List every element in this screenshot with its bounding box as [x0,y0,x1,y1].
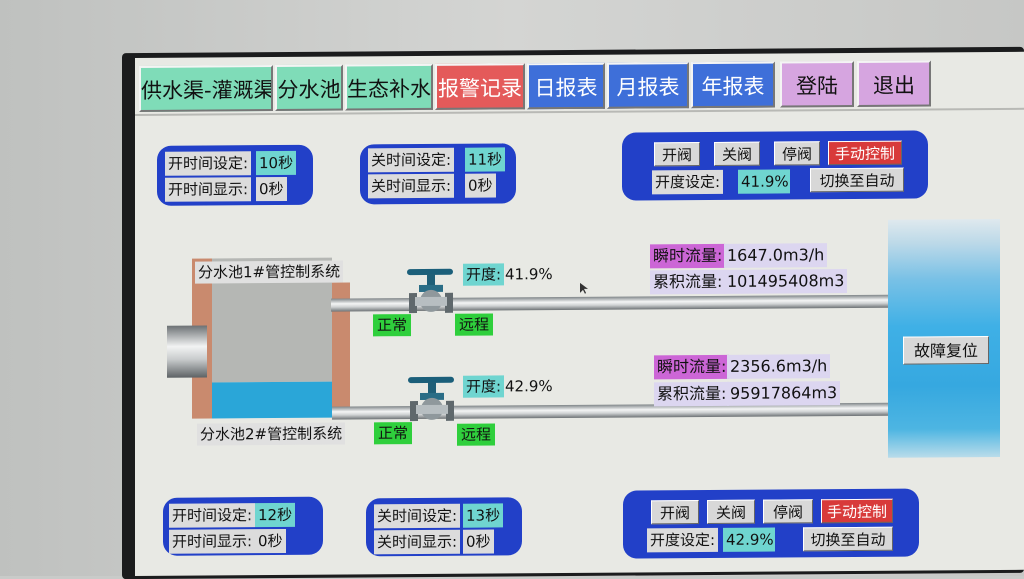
tab-yearly-report[interactable]: 年报表 [691,61,775,109]
close-time-show-label: 关时间显示: [374,529,461,555]
opening-value-line2: 42.9% [505,377,553,396]
open-time-show-label: 开时间显示: [169,529,256,554]
tab-supply-irrigation[interactable]: 供水渠-灌溉渠 [139,65,273,112]
open-timer-panel-top: 开时间设定: 10秒 开时间显示: 0秒 [157,144,313,206]
valve-icon[interactable] [404,374,462,426]
valve-icon[interactable] [403,266,461,318]
fault-reset-button[interactable]: 故障复位 [903,336,989,365]
status-remote-line2: 远程 [457,423,496,446]
close-time-show-label: 关时间显示: [368,173,455,199]
status-remote-line1: 远程 [455,313,494,336]
tank-water [212,381,332,419]
total-flow-label-line2: 累积流量: [654,381,730,407]
tab-distribution-pool[interactable]: 分水池 [275,64,343,112]
mouse-cursor-icon [580,282,588,294]
opening-setpoint-label-top: 开度设定: [652,169,724,195]
close-time-set-label: 关时间设定: [374,503,461,529]
total-flow-label-line1: 累积流量: [650,269,726,295]
close-time-set-value[interactable]: 13秒 [463,503,504,528]
instant-flow-label-line1: 瞬时流量: [650,243,726,269]
close-timer-panel-top: 关时间设定: 11秒 关时间显示: 0秒 [360,143,516,205]
close-time-set-value[interactable]: 11秒 [465,147,506,172]
close-time-show-value: 0秒 [463,529,494,554]
close-time-set-label: 关时间设定: [368,147,455,173]
close-time-show-value: 0秒 [465,173,496,198]
total-flow-value-line1: 101495408m3 [724,269,848,294]
opening-setpoint-value-top[interactable]: 41.9% [738,169,790,194]
total-flow-value-line2: 95917864m3 [727,381,841,406]
open-time-show-value: 0秒 [255,528,286,554]
open-valve-button-top[interactable]: 开阀 [654,142,700,167]
tab-alarm-records[interactable]: 报警记录 [435,63,525,110]
open-time-show-label: 开时间显示: [165,177,252,202]
opening-label-line2: 开度: [463,375,505,398]
opening-setpoint-value-bottom[interactable]: 42.9% [723,527,775,552]
tab-eco-replenish[interactable]: 生态补水 [345,63,433,111]
switch-auto-button-bottom[interactable]: 切换至自动 [803,526,893,552]
open-valve-button-bottom[interactable]: 开阀 [651,500,699,525]
stop-valve-button-top[interactable]: 停阀 [774,141,820,166]
opening-value-line1: 41.9% [505,265,553,284]
tab-login[interactable]: 登陆 [780,60,854,108]
manual-control-button-top[interactable]: 手动控制 [828,140,902,166]
valve-control-panel-top: 开阀 关阀 停阀 手动控制 开度设定: 41.9% 切换至自动 [622,130,928,201]
tab-monthly-report[interactable]: 月报表 [607,62,689,109]
status-normal-line2: 正常 [374,422,413,445]
open-time-set-label: 开时间设定: [165,151,252,176]
opening-label-line1: 开度: [463,263,505,286]
stop-valve-button-bottom[interactable]: 停阀 [763,499,813,524]
tab-exit[interactable]: 退出 [857,60,931,107]
inlet-pipe [167,325,207,378]
manual-control-button-bottom[interactable]: 手动控制 [821,498,893,524]
instant-flow-value-line2: 2356.6m3/h [727,354,831,379]
line1-system-label: 分水池1#管控制系统 [195,260,344,284]
hmi-screen: 供水渠-灌溉渠 分水池 生态补水 报警记录 日报表 月报表 年报表 登陆 退出 … [135,51,1024,576]
open-time-set-label: 开时间设定: [169,503,256,528]
instant-flow-value-line1: 1647.0m3/h [724,243,828,268]
close-timer-panel-bottom: 关时间设定: 13秒 关时间显示: 0秒 [366,497,522,557]
open-time-set-value[interactable]: 10秒 [256,150,297,176]
open-time-set-value[interactable]: 12秒 [255,502,296,528]
switch-auto-button-top[interactable]: 切换至自动 [810,167,904,193]
line2-system-label: 分水池2#管控制系统 [197,422,346,446]
tab-daily-report[interactable]: 日报表 [527,62,605,110]
valve-control-panel-bottom: 开阀 关阀 停阀 手动控制 开度设定: 42.9% 切换至自动 [623,488,919,559]
status-normal-line1: 正常 [373,314,412,337]
instant-flow-label-line2: 瞬时流量: [654,354,730,380]
close-valve-button-top[interactable]: 关阀 [714,141,760,166]
close-valve-button-bottom[interactable]: 关阀 [707,499,755,525]
open-timer-panel-bottom: 开时间设定: 12秒 开时间显示: 0秒 [163,496,323,556]
open-time-show-value: 0秒 [256,176,287,202]
opening-setpoint-label-bottom: 开度设定: [647,527,719,553]
